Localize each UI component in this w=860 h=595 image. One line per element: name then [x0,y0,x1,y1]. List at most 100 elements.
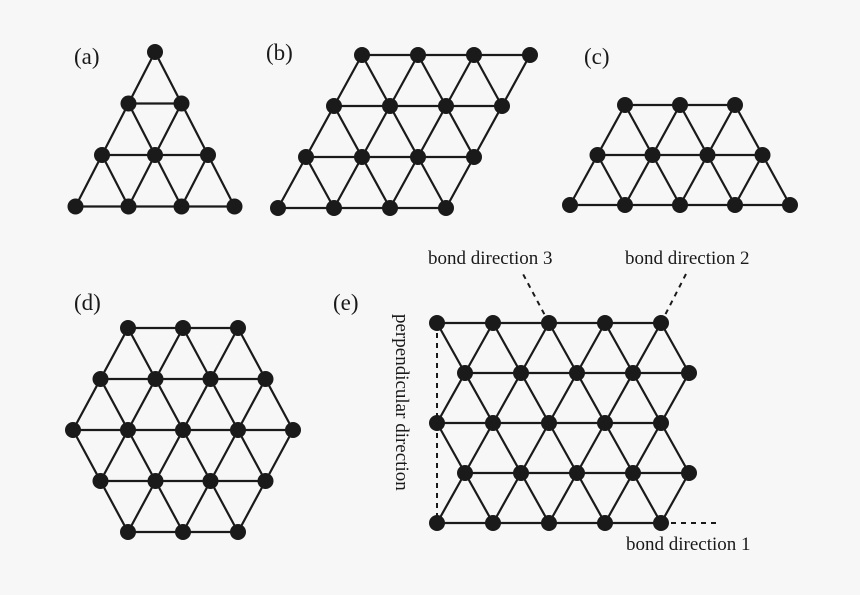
lattice-site [513,365,529,381]
lattice-site [410,47,426,63]
lattice-bond [519,321,551,375]
lattice-site [120,320,136,336]
bond-direction-1-label: bond direction 1 [626,534,751,555]
lattice-site [727,97,743,113]
lattice-bond [575,371,607,425]
lattice-bond [435,471,467,525]
lattice-bond [153,50,183,105]
lattice-site [67,198,84,215]
lattice-bond [126,377,157,432]
lattice-site [92,473,109,489]
lattice-bond [388,53,420,108]
lattice-site [597,515,613,531]
lattice-site [175,422,191,438]
perpendicular-direction-label: perpendicular direction [391,314,412,491]
lattice-bond [126,428,157,483]
lattice-bond [491,371,523,425]
lattice-site [257,473,274,489]
lattice-bond [500,53,532,108]
lattice-site [120,524,136,540]
lattice-site [569,465,585,481]
lattice-site [230,422,246,438]
lattice-bond [435,421,467,475]
lattice-bond [491,321,523,375]
lattice-bond [209,428,240,483]
lattice-bond [463,421,495,475]
lattice-bond [444,155,476,210]
lattice-site [92,371,109,387]
lattice-bond [181,479,212,534]
lattice-bond [99,326,130,381]
lattice-bond [100,102,130,157]
lattice-bond [236,428,267,483]
lattice-bond [209,326,240,381]
lattice-site [754,147,771,163]
lattice-bond [181,377,212,432]
lattice-bond [126,479,157,534]
lattice-site [270,200,286,216]
lattice-bond [71,428,102,483]
lattice-nodes-layer [65,44,798,540]
lattice-site [485,515,501,531]
lattice-site [230,320,246,336]
lattice-site [429,515,445,531]
lattice-bond [99,428,130,483]
lattice-edges-layer [71,50,792,534]
lattice-bond [547,321,579,375]
lattice-bond [209,377,240,432]
lattice-bond [575,421,607,475]
lattice-bond [153,153,183,208]
lattice-site [457,465,473,481]
lattice-site [672,197,688,213]
lattice-site [147,147,163,163]
lattice-bond [519,421,551,475]
panel-label-c: (c) [584,44,610,69]
lattice-bond [603,471,635,525]
lattice-bond [360,53,392,108]
lattice-bond [575,471,607,525]
lattice-bond [332,155,364,210]
lattice-bond [547,371,579,425]
lattice-bond [678,103,709,157]
lattice-site [382,98,398,114]
lattice-site [466,47,482,63]
lattice-bond [631,421,663,475]
lattice-bond [444,104,476,159]
lattice-site [485,315,501,331]
lattice-site [354,149,370,165]
lattice-site [541,515,557,531]
lattice-site [65,422,81,438]
lattice-site [147,371,164,387]
lattice-bond [416,53,448,108]
lattice-bond [435,321,467,375]
lattice-site [653,515,669,531]
lattice-site [681,365,697,381]
lattice-site [617,97,633,113]
lattice-site [354,47,370,63]
lattice-site [120,95,137,112]
lattice-site [597,415,613,431]
lattice-bond [706,153,737,207]
lattice-site [466,149,482,165]
lattice-site [429,315,445,331]
lattice-bond [733,103,764,157]
lattice-site [653,315,669,331]
lattice-site [681,465,697,481]
lattice-site [200,147,216,163]
bond-direction-2-leader [660,273,687,324]
lattice-site [727,197,743,213]
lattice-site [173,95,190,112]
lattice-bond [154,428,185,483]
lattice-site [285,422,301,438]
lattice-site [625,365,641,381]
lattice-bond [603,421,635,475]
lattice-site [175,320,191,336]
lattice-bond [733,153,764,207]
lattice-bond [519,471,551,525]
lattice-bond [631,371,663,425]
bond-direction-3-label: bond direction 3 [428,248,553,269]
lattice-bond [127,50,157,105]
lattice-site [541,415,557,431]
lattice-site [147,44,163,60]
